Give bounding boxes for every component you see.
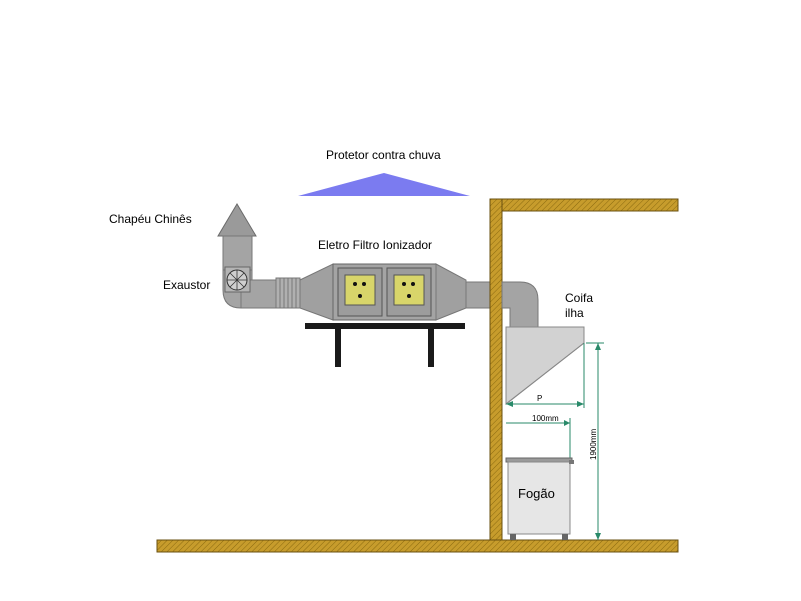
- hood-label-line2: ilha: [565, 306, 584, 320]
- filter-label: Eletro Filtro Ionizador: [318, 238, 432, 252]
- island-hood: [505, 326, 585, 406]
- height-label: 1900mm: [589, 429, 598, 460]
- filter-panel-left: [344, 274, 376, 306]
- chinese-hat: [217, 203, 257, 237]
- fan-blades: [227, 270, 247, 290]
- stove-foot-left: [510, 534, 516, 540]
- rain-protector-label: Protetor contra chuva: [326, 148, 441, 162]
- stove-top: [505, 457, 573, 463]
- hood-inner-line: [505, 342, 585, 405]
- filter-outlet-transition: [435, 263, 467, 321]
- clearance-arrow-right: [564, 420, 570, 426]
- filter-inlet-transition: [299, 263, 334, 321]
- flex-connector: [275, 277, 301, 309]
- hood-elbow-duct: [501, 281, 539, 328]
- hood-label-line1: Coifa: [565, 291, 593, 305]
- depth-label: P: [537, 394, 542, 403]
- depth-arrow-left: [506, 401, 513, 407]
- filter-support-leg-right: [428, 329, 434, 367]
- clearance-label: 100mm: [532, 414, 559, 423]
- vertical-duct: [222, 235, 253, 271]
- exhaust-label: Exaustor: [163, 278, 210, 292]
- wall: [489, 198, 503, 542]
- stove-label: Fogão: [518, 486, 555, 501]
- ceiling-slab: [489, 198, 679, 212]
- filter-panel-dots: [353, 282, 415, 298]
- height-arrow-top: [595, 343, 601, 350]
- filter-support-leg-left: [335, 329, 341, 367]
- height-arrow-bottom: [595, 533, 601, 540]
- depth-arrow-right: [577, 401, 584, 407]
- floor-slab: [156, 539, 679, 553]
- stove-foot-right: [562, 534, 568, 540]
- horizontal-duct-right: [465, 281, 491, 309]
- rain-protector: [298, 173, 470, 196]
- stove-knob: [569, 460, 574, 464]
- filter-support-beam: [305, 323, 465, 329]
- stove-body: [507, 461, 571, 535]
- filter-panel-right: [393, 274, 425, 306]
- chinese-hat-label: Chapéu Chinês: [109, 212, 192, 226]
